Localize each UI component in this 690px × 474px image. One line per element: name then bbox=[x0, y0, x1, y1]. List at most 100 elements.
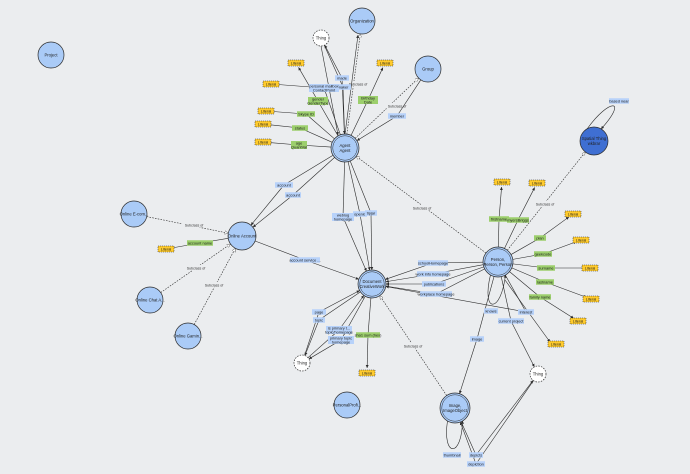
literal-node[interactable]: Literal bbox=[581, 264, 599, 272]
literal-node[interactable]: Literal bbox=[493, 178, 511, 186]
edge bbox=[433, 266, 484, 285]
self-loop-edge bbox=[487, 274, 507, 305]
property-tipjar[interactable]: tipjar bbox=[365, 210, 377, 216]
property-member[interactable]: member bbox=[388, 113, 406, 119]
edge bbox=[504, 219, 519, 249]
literal-node[interactable]: Literal bbox=[287, 59, 305, 67]
subclass-label: Subclass of bbox=[349, 82, 368, 86]
property-publications[interactable]: publications bbox=[422, 281, 446, 287]
property-account[interactable]: account bbox=[275, 182, 293, 188]
literal-node[interactable]: Literal bbox=[528, 179, 546, 187]
property-firstname[interactable]: firstname bbox=[489, 216, 509, 222]
property-sha1sum[interactable]: sha1 sum (hex) bbox=[355, 332, 383, 338]
literal-node[interactable]: Literal bbox=[572, 236, 590, 244]
property-maker[interactable]: maker bbox=[335, 84, 351, 90]
property-label: based near bbox=[609, 98, 629, 103]
literal-label: Literal bbox=[497, 179, 508, 184]
edge bbox=[347, 161, 361, 215]
literal-node[interactable]: Literal bbox=[547, 340, 565, 348]
literal-node[interactable]: Literal bbox=[569, 317, 587, 325]
class-node-online-ecom[interactable]: Online E-com... bbox=[120, 200, 149, 228]
class-node-thing-top[interactable]: Thing bbox=[312, 29, 330, 47]
property-holds-account[interactable]: account bbox=[285, 192, 301, 198]
edge bbox=[305, 113, 335, 140]
property-current-project[interactable]: current project bbox=[498, 318, 524, 324]
edge bbox=[459, 338, 478, 394]
literal-node[interactable]: Literal bbox=[262, 80, 280, 88]
class-node-online-gaming[interactable]: Online Gamin... bbox=[173, 322, 203, 350]
property-plan[interactable]: plan bbox=[534, 235, 546, 241]
subclass-label: Subclass of bbox=[388, 104, 407, 108]
property-page[interactable]: page bbox=[312, 309, 326, 315]
edge bbox=[517, 187, 535, 221]
property-thumbnail[interactable]: thumbnail bbox=[443, 452, 461, 458]
edge bbox=[510, 320, 535, 368]
property-account-name[interactable]: account name bbox=[187, 240, 213, 246]
edge bbox=[370, 212, 374, 271]
class-node-online-chat[interactable]: Online Chat A... bbox=[135, 286, 165, 314]
literal-node[interactable]: Literal bbox=[358, 369, 376, 377]
property-depicts[interactable]: depicts bbox=[469, 452, 483, 458]
property-geekcode[interactable]: geekcode bbox=[534, 251, 552, 257]
class-label: Thing bbox=[316, 35, 327, 40]
property-workplace-homepage[interactable]: workplace homepage bbox=[418, 291, 455, 297]
property-knows[interactable]: knows bbox=[484, 308, 498, 314]
edge bbox=[475, 380, 534, 456]
property-family-name[interactable]: family name bbox=[529, 294, 551, 300]
property-school-homepage[interactable]: schoolHomepage bbox=[418, 260, 448, 266]
subclass-label: Subclass of bbox=[413, 206, 432, 210]
class-node-group[interactable]: Group bbox=[414, 55, 442, 83]
edge bbox=[350, 99, 369, 136]
property-label: account bbox=[286, 192, 301, 197]
class-node-online-account[interactable]: Online Account bbox=[227, 221, 257, 251]
property-interest[interactable]: interest bbox=[518, 309, 534, 315]
class-node-thing-right[interactable]: Thing bbox=[529, 365, 547, 383]
property-label: topic bbox=[315, 317, 323, 322]
class-node-personal-profile[interactable]: PersonalProfi... bbox=[333, 391, 362, 419]
property-lastname[interactable]: lastname bbox=[536, 279, 554, 285]
property-made[interactable]: made bbox=[335, 75, 349, 81]
edge bbox=[509, 271, 541, 298]
literal-node[interactable]: Literal bbox=[254, 138, 272, 146]
literal-label: Literal bbox=[380, 60, 391, 65]
property-status[interactable]: status bbox=[292, 125, 308, 131]
property-openid[interactable]: openid bbox=[353, 211, 367, 217]
literal-node[interactable]: Literal bbox=[376, 59, 394, 67]
property-is-primary-topic[interactable]: is primary t...topic/homepage bbox=[325, 325, 353, 334]
literal-node[interactable]: Literal bbox=[257, 107, 275, 115]
edge bbox=[318, 290, 360, 313]
class-node-person[interactable]: Person,Person, Person bbox=[482, 246, 514, 278]
property-skype-id[interactable]: Skype ID bbox=[297, 111, 315, 117]
literal-node[interactable]: Literal bbox=[157, 245, 175, 253]
property-myersbriggs[interactable]: myersBriggs bbox=[507, 217, 529, 223]
property-surname[interactable]: surname bbox=[537, 265, 555, 271]
property-topic[interactable]: topic bbox=[313, 317, 325, 323]
property-label: current project bbox=[499, 318, 525, 323]
literal-label: Literal bbox=[362, 370, 373, 375]
literal-node[interactable]: Literal bbox=[564, 210, 582, 218]
class-node-thing-left[interactable]: Thing bbox=[293, 354, 311, 372]
literal-node[interactable]: Literal bbox=[582, 295, 600, 303]
class-node-organization[interactable]: Organization bbox=[348, 7, 376, 35]
edge bbox=[539, 216, 570, 239]
self-loop-edge bbox=[446, 420, 464, 449]
property-img[interactable]: image bbox=[470, 336, 484, 342]
property-based-near[interactable]: based near bbox=[609, 98, 629, 104]
property-depiction[interactable]: depiction bbox=[467, 461, 485, 467]
literal-node[interactable]: Literal bbox=[254, 120, 272, 128]
class-node-image[interactable]: Image,ImageObject bbox=[439, 392, 471, 424]
class-node-project[interactable]: Project bbox=[37, 41, 65, 69]
property-account-service[interactable]: account service ... bbox=[289, 257, 321, 263]
edge bbox=[367, 67, 384, 101]
property-work-info-homepage[interactable]: work info homepage bbox=[415, 271, 451, 277]
